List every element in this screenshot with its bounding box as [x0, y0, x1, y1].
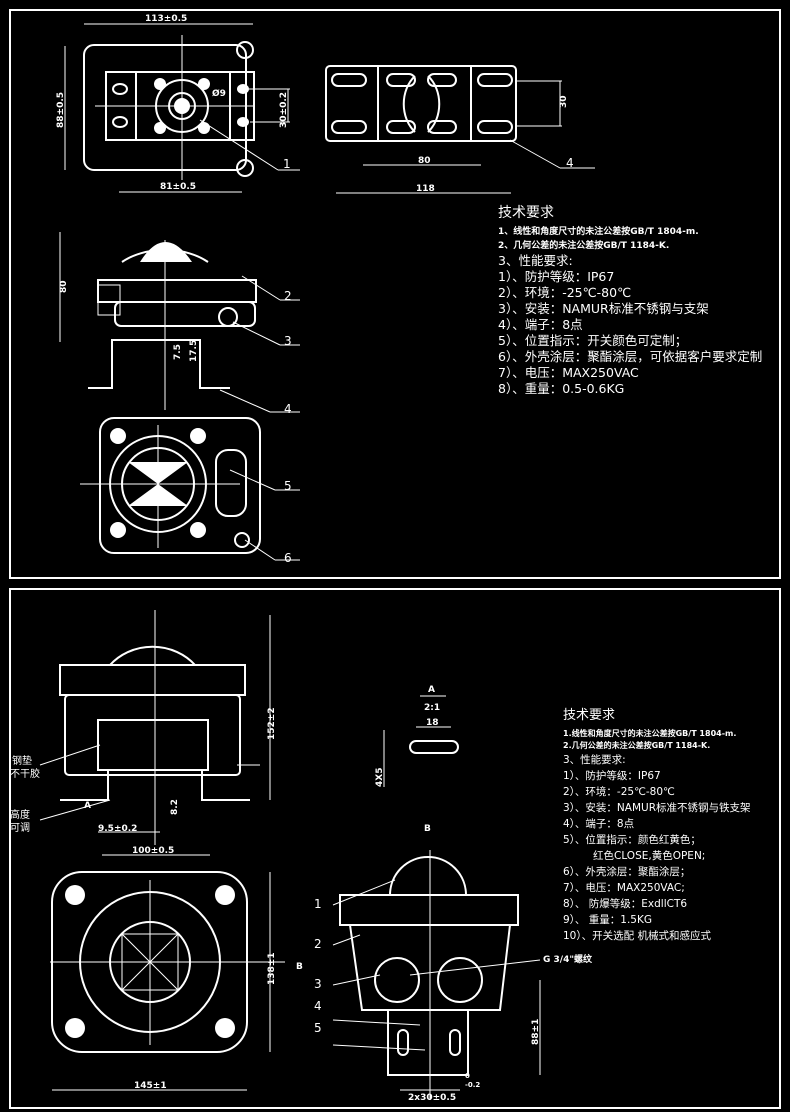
callout-2-1: 1	[314, 897, 322, 911]
callout-4b: 4	[284, 402, 292, 416]
requirement-item: 3、性能要求:	[563, 754, 626, 766]
note-height-2: 可调	[10, 822, 30, 834]
dim-height-left: 88±0.5	[56, 92, 66, 128]
requirement-item: 5）、位置指示：颜色红黄色；	[563, 834, 701, 846]
callout-2-3: 3	[314, 977, 322, 991]
requirement-item: 3）、安装：NAMUR标准不锈钢与支架	[498, 301, 709, 316]
callout-3: 3	[284, 334, 292, 348]
callout-2-4: 4	[314, 999, 322, 1013]
dim-shaft-offset: 9.5±0.2	[98, 824, 137, 834]
requirements-title: 技术要求	[498, 205, 554, 221]
sheet-2-frame	[9, 588, 781, 1109]
bottom-view	[80, 417, 300, 561]
side-view	[332, 850, 541, 1100]
dim-bracket-height: 30	[559, 95, 569, 108]
detail-slot-length: 18	[426, 718, 439, 728]
requirement-item: 9）、 重量：1.5KG	[563, 914, 652, 926]
requirement-item: 红色CLOSE,黄色OPEN;	[593, 850, 706, 862]
note-steel-pad-1: 钢垫	[12, 754, 32, 767]
dim-bracket-width-2: 100±0.5	[132, 846, 174, 856]
requirement-item: 7）、电压：MAX250VAC;	[563, 882, 685, 894]
view-b-label: B	[424, 824, 431, 834]
tol-upper: 0	[465, 1072, 470, 1080]
dim-overall-height: 152±2	[267, 707, 277, 740]
bottom-view-2	[50, 871, 285, 1091]
dim-shaft-b: 7.5	[173, 344, 183, 360]
front-view-2	[39, 610, 271, 856]
requirement-item: 3、性能要求:	[498, 253, 573, 268]
requirement-item: 3）、安装：NAMUR标准不锈钢与铁支架	[563, 802, 751, 814]
dim-side-height: 88±1	[531, 1019, 541, 1045]
dim-hole-spacing: 30±0.2	[279, 92, 289, 128]
dim-width-top: 113±0.5	[145, 14, 187, 24]
note-height-1: 高度	[10, 808, 30, 821]
callout-5: 5	[284, 479, 292, 493]
detail-scale: 2:1	[424, 703, 440, 713]
detail-slot-count: 4X5	[375, 768, 385, 787]
dim-bore: Ø9	[212, 88, 226, 99]
bracket-view	[325, 65, 595, 194]
thread-label: G 3/4"螺纹	[543, 953, 593, 965]
callout-1: 1	[283, 157, 291, 171]
requirement-item: 4）、端子：8点	[563, 818, 635, 830]
callout-2: 2	[284, 289, 292, 303]
dim-base-height: 138±1	[267, 952, 277, 985]
requirement-item: 6）、外壳涂层：聚酯涂层，可依据客户要求定制	[498, 349, 763, 364]
dim-offset: 8.2	[170, 799, 180, 815]
detail-a	[383, 695, 459, 787]
requirements-title: 技术要求	[563, 708, 616, 723]
requirement-item: 2）、环境：-25℃-80℃	[498, 285, 632, 300]
dim-shaft-a: 17.5	[189, 340, 199, 362]
mark-b2: B	[296, 962, 303, 972]
requirement-item: 1、线性和角度尺寸的未注公差按GB/T 1804-m.	[498, 227, 699, 237]
requirement-item: 2.几何公差的未注公差按GB/T 1184-K.	[563, 741, 711, 750]
requirement-item: 1）、防护等级：IP67	[563, 770, 661, 782]
requirement-item: 8）、重量：0.5-0.6KG	[498, 381, 625, 396]
technical-requirements-1: 技术要求 1、线性和角度尺寸的未注公差按GB/T 1804-m. 2、几何公差的…	[498, 205, 762, 397]
detail-view-label: A	[428, 685, 435, 695]
requirement-item: 1）、防护等级：IP67	[498, 269, 615, 284]
callout-6: 6	[284, 551, 292, 565]
callout-4a: 4	[566, 156, 574, 170]
dim-base-width: 81±0.5	[160, 182, 196, 192]
requirement-item: 10）、开关选配 机械式和感应式	[563, 930, 711, 942]
requirement-item: 5）、位置指示：开关颜色可定制；	[498, 333, 688, 348]
front-view	[59, 232, 300, 413]
dim-bracket-inner: 80	[418, 156, 431, 166]
callout-2-5: 5	[314, 1021, 322, 1035]
technical-requirements-2: 技术要求 1.线性和角度尺寸的未注公差按GB/T 1804-m. 2.几何公差的…	[563, 708, 751, 944]
callout-2-2: 2	[314, 937, 322, 951]
requirement-item: 8）、 防爆等级：ExdllCT6	[563, 898, 688, 910]
requirement-item: 4）、端子：8点	[498, 317, 583, 332]
requirement-item: 7）、电压：MAX250VAC	[498, 365, 639, 380]
dim-bracket-width: 118	[416, 184, 435, 194]
top-view	[64, 23, 300, 193]
note-steel-pad-2: 不干胶	[10, 767, 40, 780]
dim-base-width-2: 145±1	[134, 1081, 167, 1091]
requirement-item: 6）、外壳涂层：聚酯涂层；	[563, 866, 691, 878]
requirement-item: 1.线性和角度尺寸的未注公差按GB/T 1804-m.	[563, 729, 737, 738]
requirement-item: 2、几何公差的未注公差按GB/T 1184-K.	[498, 241, 670, 251]
mark-a: A	[84, 801, 91, 811]
requirement-item: 2）、环境：-25℃-80℃	[563, 786, 675, 798]
sheet-1-frame	[9, 9, 781, 579]
dim-body-height: 80	[59, 280, 69, 293]
tol-lower: -0.2	[465, 1081, 480, 1089]
dim-terminal-spacing: 2x30±0.5	[408, 1093, 456, 1103]
